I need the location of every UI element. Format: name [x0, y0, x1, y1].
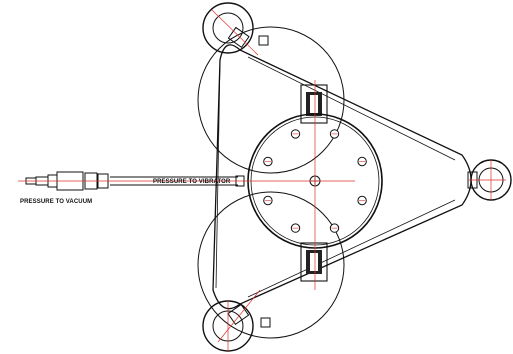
- plate-inner-edge: [215, 56, 456, 298]
- label-pressure-to-vacuum: PRESSURE TO VACUUM: [20, 199, 92, 205]
- lifting-eye-top: [202, 2, 254, 54]
- label-pressure-to-vibrator: PRESSURE TO VIBRATOR: [153, 179, 231, 185]
- centerlines: [18, 9, 506, 352]
- clamp-block-bottom: [300, 242, 328, 282]
- clamp-block-top: [300, 84, 328, 124]
- triangular-base-plate: [212, 44, 472, 310]
- edge-fasteners: [235, 35, 271, 328]
- rear-flange-circles: [197, 26, 345, 339]
- housing-bolt-circle: [263, 129, 367, 233]
